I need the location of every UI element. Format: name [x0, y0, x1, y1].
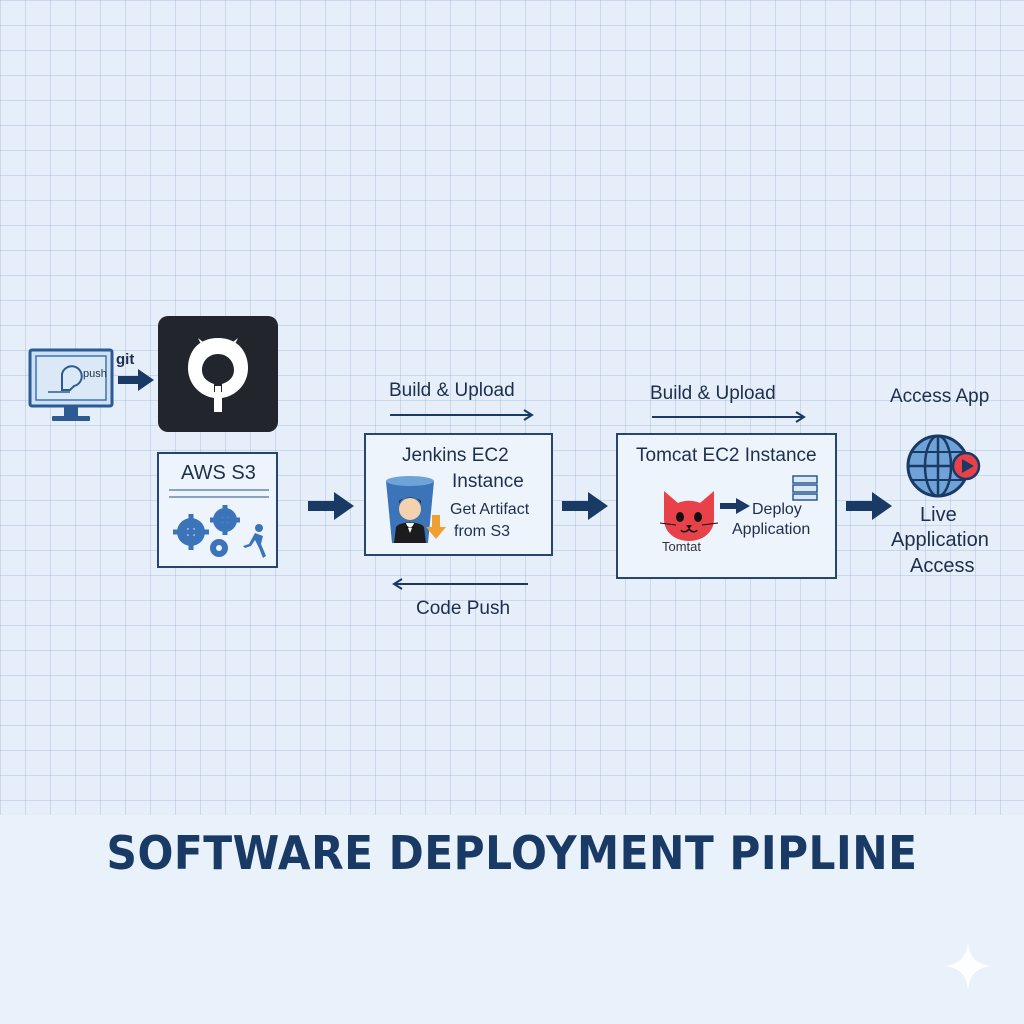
access-app-header: Access App — [890, 386, 990, 407]
jenkins-butler-icon — [382, 475, 452, 545]
git-repository-icon — [158, 316, 278, 432]
arrow-git-push — [118, 369, 156, 391]
aws-s3-label: AWS S3 — [181, 462, 256, 484]
server-stack-icon — [792, 475, 818, 501]
arrow-s3-to-jenkins — [308, 492, 356, 520]
divider — [169, 489, 269, 491]
tomcat-text-line2: Application — [732, 521, 811, 538]
grid-background — [0, 0, 1024, 815]
jenkins-ec2-box: Jenkins EC2 Instance Get Artifact from S… — [364, 433, 553, 556]
tomcat-title: Tomcat EC2 Instance — [636, 445, 817, 466]
jenkins-title-line1: Jenkins EC2 — [402, 445, 509, 466]
arrow-tomcat-to-access — [846, 492, 894, 520]
jenkins-text-line1: Get Artifact — [450, 501, 530, 518]
tomcat-ec2-box: Tomcat EC2 Instance Tomtat Deploy Applic… — [616, 433, 837, 579]
gears-icon — [171, 502, 271, 562]
thin-arrow-right-1 — [390, 409, 538, 421]
code-push-label: Code Push — [416, 598, 511, 619]
arrow-jenkins-to-tomcat — [562, 492, 610, 520]
divider — [169, 496, 269, 498]
thin-arrow-left — [392, 578, 532, 590]
page-title: SOFTWARE DEPLOYMENT PIPLINE — [106, 826, 918, 880]
build-upload-label-1: Build & Upload — [389, 380, 515, 401]
access-line3: Access — [910, 555, 975, 577]
jenkins-title-line2: Instance — [452, 471, 524, 492]
globe-icon — [904, 432, 982, 500]
footer-background — [0, 815, 1024, 1024]
push-label: push — [83, 368, 107, 380]
tomcat-logo-text: Tomtat — [662, 539, 702, 554]
aws-s3-box: AWS S3 — [157, 452, 278, 568]
developer-monitor-icon — [28, 348, 114, 424]
jenkins-text-line2: from S3 — [454, 523, 511, 540]
build-upload-label-2: Build & Upload — [650, 383, 776, 404]
thin-arrow-right-2 — [652, 411, 810, 423]
access-line1: Live — [920, 504, 957, 526]
sparkle-icon — [942, 940, 994, 992]
git-label: git — [116, 351, 135, 368]
access-line2: Application — [891, 529, 989, 551]
deploy-arrow — [720, 498, 752, 514]
tomcat-text-line1: Deploy — [752, 501, 802, 518]
tomcat-cat-icon — [658, 485, 720, 543]
